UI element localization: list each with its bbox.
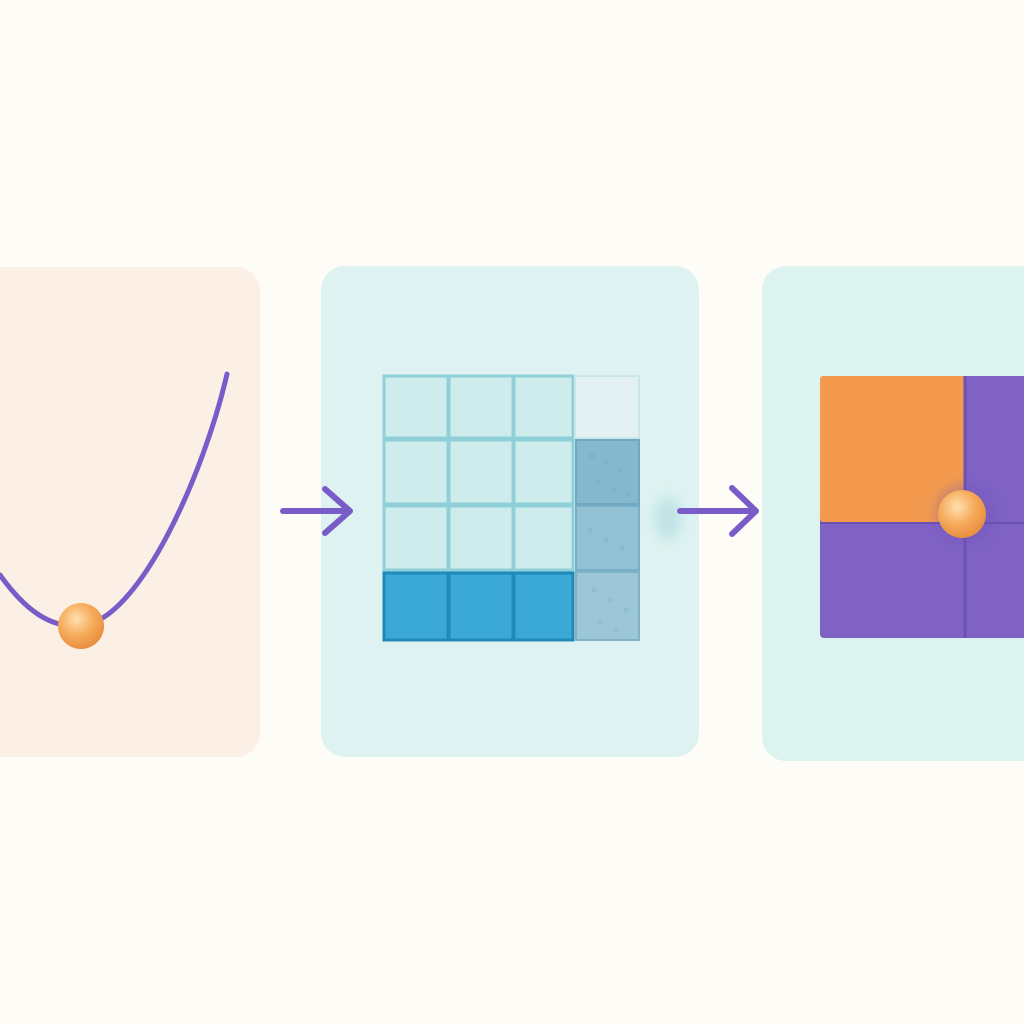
arrow-right-icon [280, 486, 353, 536]
matrix-grid-figure [382, 374, 682, 642]
arrow-right-icon [677, 485, 759, 537]
grid-cells [382, 374, 575, 572]
ball-icon [938, 490, 986, 538]
quadrant-top-left [820, 376, 965, 522]
highlight-row [382, 571, 575, 642]
loss-curve-panel [0, 267, 260, 757]
quadrant-map-figure [820, 376, 1024, 638]
loss-curve-line [0, 371, 230, 629]
column-texture [588, 454, 630, 632]
ball-icon [58, 603, 104, 649]
smudge [654, 496, 682, 540]
loss-curve-figure [0, 371, 230, 649]
highlight-column [574, 375, 640, 641]
